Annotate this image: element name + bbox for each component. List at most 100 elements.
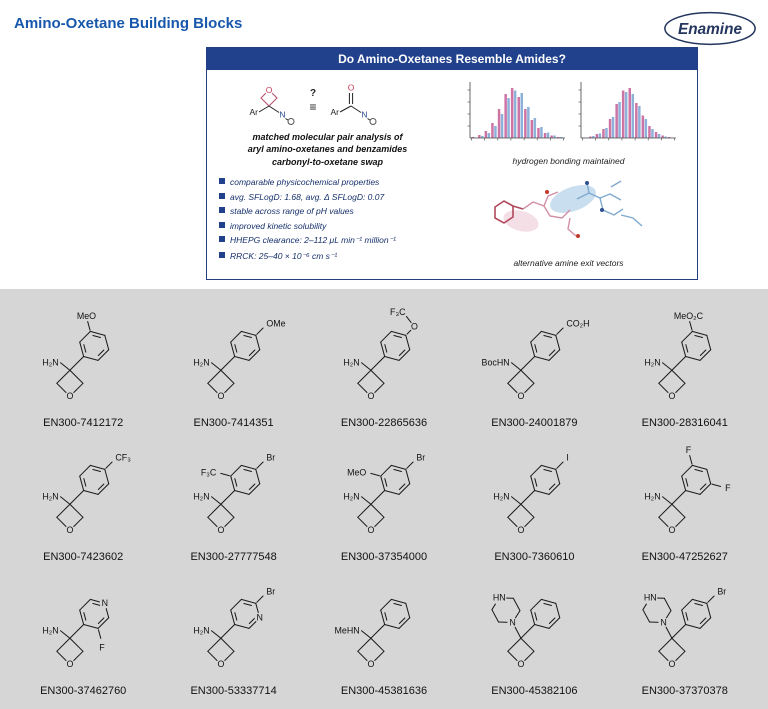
attachment-circle-icon — [287, 118, 294, 125]
svg-text:HN: HN — [644, 593, 657, 603]
chemical-structure: O H₂N CF₃ — [43, 453, 132, 536]
intro-text-line3: carbonyl-to-oxetane swap — [271, 157, 384, 168]
svg-text:BocHN: BocHN — [482, 358, 510, 368]
svg-text:O: O — [668, 659, 675, 669]
compound-id: EN300-27777548 — [190, 551, 277, 563]
bullet-text: RRCK: 25–40 × 10⁻⁶ cm s⁻¹ — [230, 250, 338, 261]
scheme-carbonyl-o-label: O — [347, 83, 354, 93]
molecule-overlay-illustration — [494, 180, 643, 238]
compound-id: EN300-37354000 — [340, 551, 428, 563]
histogram-chart — [578, 82, 676, 141]
bullet-marker-icon — [219, 236, 225, 243]
bullet-text: stable across range of pH values — [230, 206, 354, 217]
molecule-sticks-darkred — [494, 200, 524, 224]
compound-id: EN300-37370378 — [641, 685, 728, 697]
compound-id: EN300-7360610 — [494, 551, 575, 563]
svg-text:N: N — [510, 617, 516, 627]
bullet-marker-icon — [219, 221, 225, 228]
svg-text:OMe: OMe — [266, 319, 285, 329]
svg-text:MeO: MeO — [347, 467, 366, 477]
histogram-chart — [467, 82, 565, 141]
bullet-marker-icon — [219, 251, 225, 258]
svg-text:O: O — [67, 525, 74, 535]
histogram-chart-left — [461, 76, 566, 155]
bullet-text: improved kinetic solubility — [230, 220, 327, 231]
infographic-left-column: Ar O N Ar O N ? ≡ matched molecular pair… — [215, 76, 440, 271]
infographic-body: Ar O N Ar O N ? ≡ matched molecular pair… — [207, 70, 697, 279]
histogram-chart-right — [572, 76, 677, 155]
svg-text:F₃C: F₃C — [200, 467, 216, 477]
compound-id: EN300-45381636 — [340, 685, 428, 697]
compound-id: EN300-7414351 — [193, 417, 274, 429]
compound-id: EN300-45382106 — [491, 685, 578, 697]
svg-text:O: O — [217, 659, 224, 669]
svg-text:H₂N: H₂N — [193, 358, 209, 368]
svg-text:O: O — [518, 659, 525, 669]
intro-text-line1: matched molecular pair analysis of — [252, 132, 403, 142]
svg-text:N: N — [256, 613, 262, 623]
svg-text:MeO: MeO — [77, 311, 96, 321]
bullet-item: comparable physicochemical properties — [219, 177, 440, 187]
attachment-circle-icon — [369, 118, 376, 125]
svg-text:O: O — [67, 659, 74, 669]
svg-text:CO₂H: CO₂H — [567, 319, 590, 329]
scheme-ar-label: Ar — [330, 107, 339, 117]
enamine-logo: Enamine — [662, 10, 758, 47]
svg-text:O: O — [367, 391, 374, 401]
compound-id: EN300-47252627 — [641, 551, 728, 563]
bullet-item: improved kinetic solubility — [219, 221, 440, 231]
svg-text:F₃C: F₃C — [390, 307, 406, 317]
svg-text:Br: Br — [717, 587, 726, 597]
svg-text:Br: Br — [266, 587, 275, 597]
bullet-item: avg. SFLogD: 1.68, avg. Δ SFLogD: 0.07 — [219, 192, 440, 202]
infographic-title: Do Amino-Oxetanes Resemble Amides? — [207, 48, 697, 70]
svg-text:H₂N: H₂N — [494, 492, 510, 502]
svg-text:H₂N: H₂N — [193, 492, 209, 502]
svg-text:F: F — [725, 483, 731, 493]
bullet-marker-icon — [219, 178, 225, 185]
bullet-text: comparable physicochemical properties — [230, 177, 380, 188]
infographic-panel: Do Amino-Oxetanes Resemble Amides? — [206, 47, 698, 280]
compound-cell: O H₂N F F EN300-47252627 — [610, 435, 760, 563]
compound-id: EN300-22865636 — [340, 417, 428, 429]
compound-id: EN300-37462760 — [40, 685, 127, 697]
histogram-charts-row — [461, 76, 677, 155]
bullet-item: RRCK: 25–40 × 10⁻⁶ cm s⁻¹ — [219, 251, 440, 262]
top-bar: Amino-Oxetane Building Blocks Enamine — [0, 0, 768, 47]
svg-text:O: O — [217, 391, 224, 401]
svg-text:F: F — [686, 445, 692, 455]
page-title: Amino-Oxetane Building Blocks — [14, 15, 243, 32]
svg-text:H₂N: H₂N — [43, 492, 59, 502]
svg-text:H₂N: H₂N — [43, 626, 59, 636]
compound-id: EN300-28316041 — [641, 417, 728, 429]
molecule-sticks-pink — [522, 191, 577, 237]
compound-id: EN300-24001879 — [491, 417, 578, 429]
svg-text:H₂N: H₂N — [644, 492, 660, 502]
svg-text:H₂N: H₂N — [644, 358, 660, 368]
svg-text:O: O — [67, 391, 74, 401]
svg-text:CF₃: CF₃ — [116, 453, 132, 463]
molecule-caption: alternative amine exit vectors — [513, 258, 624, 268]
svg-text:O: O — [668, 525, 675, 535]
infographic-right-column: hydrogen bonding maintained — [448, 76, 689, 271]
